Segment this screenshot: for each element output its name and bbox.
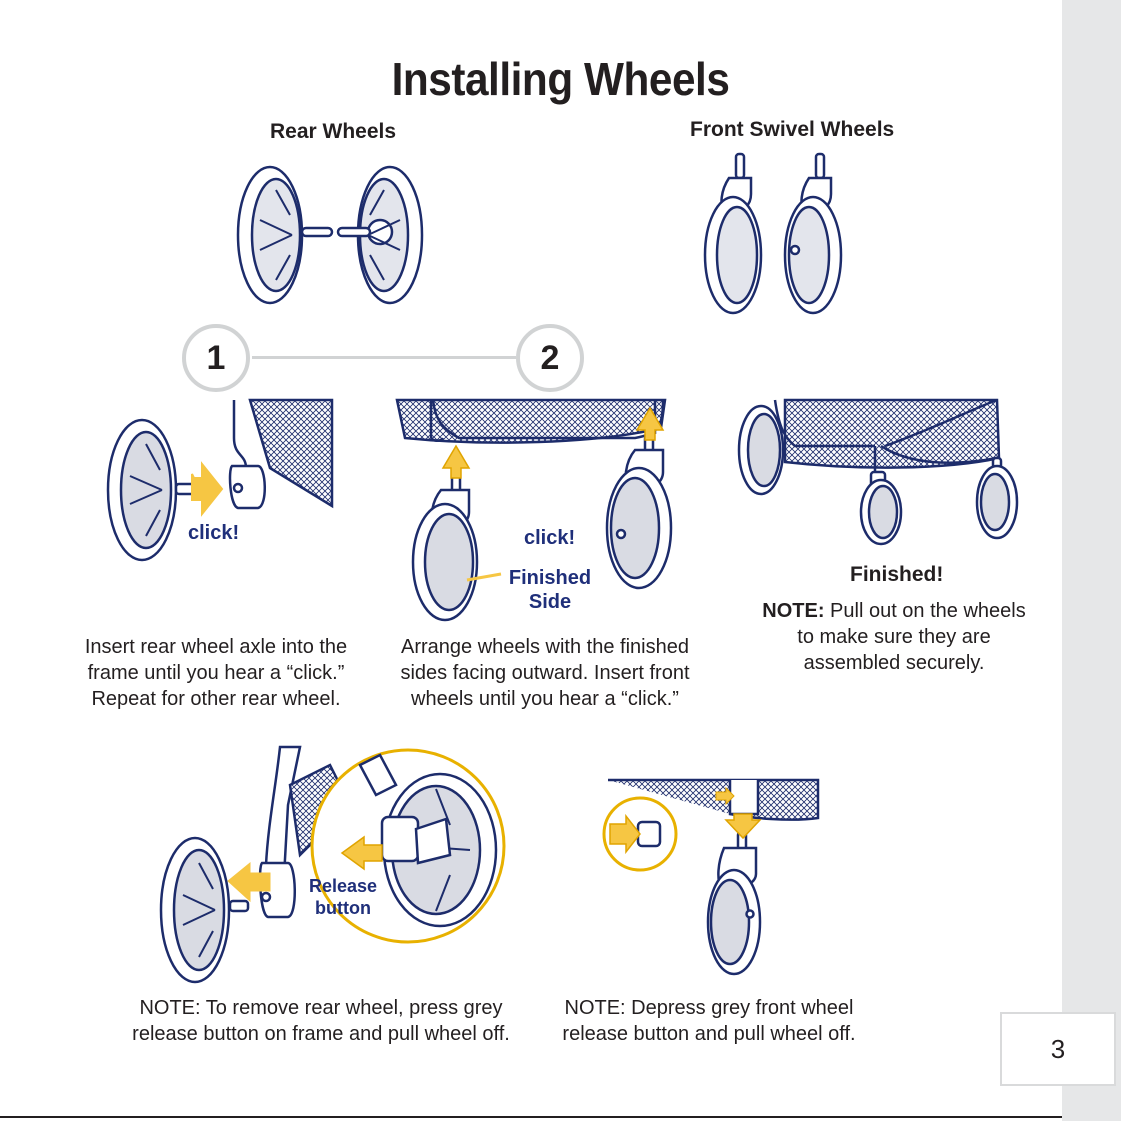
bottom-rule bbox=[0, 1116, 1062, 1118]
page-number: 3 bbox=[1000, 1012, 1116, 1086]
finished-illustration bbox=[737, 398, 1019, 546]
click-callout-step1: click! bbox=[188, 522, 240, 544]
step-1-badge: 1 bbox=[182, 324, 250, 392]
assembly-note: NOTE: Pull out on the wheels to make sur… bbox=[752, 598, 1036, 676]
page-title: Installing Wheels bbox=[391, 53, 730, 105]
page-sidebar bbox=[1062, 0, 1121, 1121]
click-callout-step2: click! bbox=[524, 527, 576, 549]
step-2-badge: 2 bbox=[516, 324, 584, 392]
rear-wheel-removal-note: NOTE: To remove rear wheel, press grey r… bbox=[132, 997, 510, 1045]
front-wheels-illustration bbox=[703, 152, 843, 315]
step-2-illustration bbox=[395, 398, 673, 622]
rear-wheels-illustration bbox=[236, 165, 424, 305]
step-connector bbox=[252, 356, 516, 359]
step-1-instructions: Insert rear wheel axle into the frame un… bbox=[84, 636, 348, 710]
finished-side-callout: Finished Side bbox=[508, 567, 592, 613]
rear-wheel-removal-illustration bbox=[159, 745, 506, 984]
front-wheels-label: Front Swivel Wheels bbox=[690, 118, 895, 141]
step-1-illustration bbox=[106, 398, 334, 562]
note-text: Pull out on the wheels to make sure they… bbox=[797, 600, 1026, 674]
step-2-instructions: Arrange wheels with the finished sides f… bbox=[400, 636, 690, 710]
note-label: NOTE: bbox=[762, 600, 825, 622]
release-button-callout: Release button bbox=[308, 876, 378, 918]
rear-wheels-label: Rear Wheels bbox=[270, 120, 397, 143]
front-wheel-removal-note: NOTE: Depress grey front wheel release b… bbox=[562, 997, 856, 1045]
front-wheel-removal-illustration bbox=[602, 778, 820, 976]
finished-label: Finished! bbox=[850, 563, 944, 586]
